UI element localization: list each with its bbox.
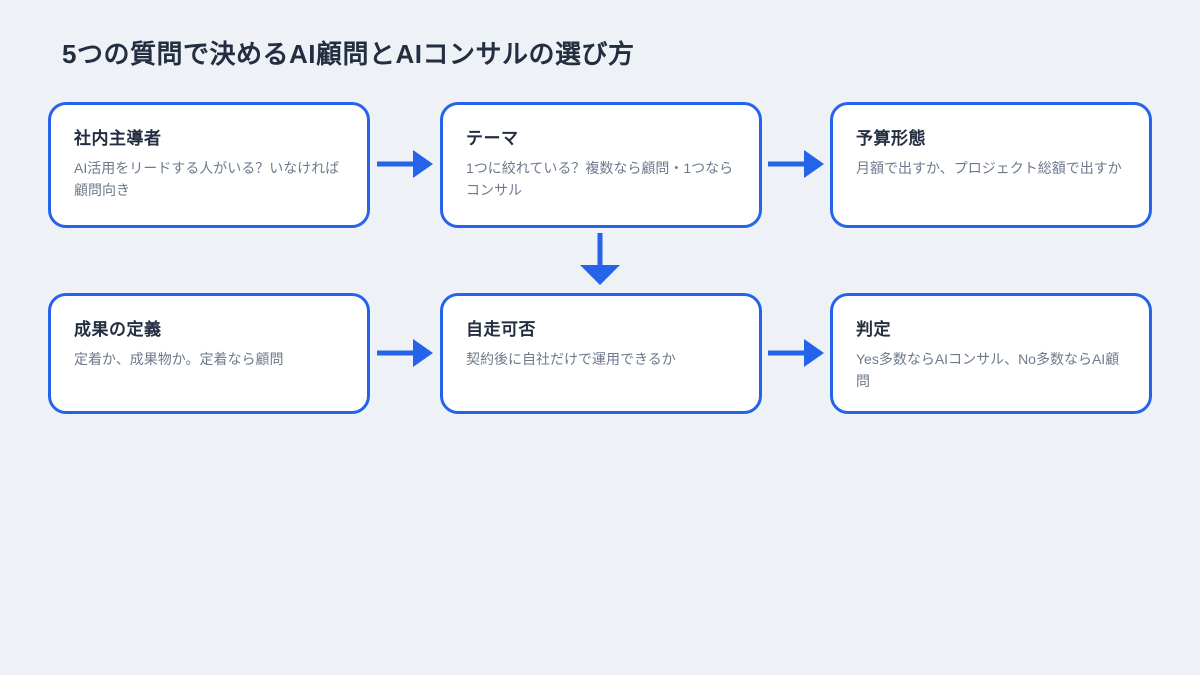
node-theme: テーマ 1つに絞れている？複数なら顧問・1つならコンサル: [440, 102, 762, 228]
node-budget-format: 予算形態 月額で出すか、プロジェクト総額で出すか: [830, 102, 1152, 228]
node-self-run: 自走可否 契約後に自社だけで運用できるか: [440, 293, 762, 414]
node-description: AI活用をリードする人がいる？いなければ顧問向き: [74, 160, 340, 198]
node-description: 1つに絞れている？複数なら顧問・1つならコンサル: [466, 160, 734, 198]
node-verdict: 判定 Yes多数ならAIコンサル、No多数ならAI顧問: [830, 293, 1152, 414]
node-title: 成果の定義: [74, 320, 162, 339]
node-title: テーマ: [466, 129, 519, 148]
arrow-right-icon: [377, 148, 433, 180]
arrow-right-icon: [768, 337, 824, 369]
node-title: 予算形態: [856, 129, 926, 148]
node-description: Yes多数ならAIコンサル、No多数ならAI顧問: [856, 351, 1120, 389]
node-title: 判定: [856, 320, 891, 339]
node-outcome-definition: 成果の定義 定着か、成果物か。定着なら顧問: [48, 293, 370, 414]
arrow-down-icon: [578, 233, 622, 287]
node-title: 自走可否: [466, 320, 536, 339]
page-title: 5つの質問で決めるAI顧問とAIコンサルの選び方: [62, 39, 635, 69]
node-internal-leader: 社内主導者 AI活用をリードする人がいる？いなければ顧問向き: [48, 102, 370, 228]
arrow-right-icon: [768, 148, 824, 180]
node-title: 社内主導者: [74, 129, 162, 148]
node-description: 定着か、成果物か。定着なら顧問: [74, 351, 284, 367]
arrow-right-icon: [377, 337, 433, 369]
node-description: 契約後に自社だけで運用できるか: [466, 351, 676, 367]
node-description: 月額で出すか、プロジェクト総額で出すか: [856, 160, 1122, 176]
